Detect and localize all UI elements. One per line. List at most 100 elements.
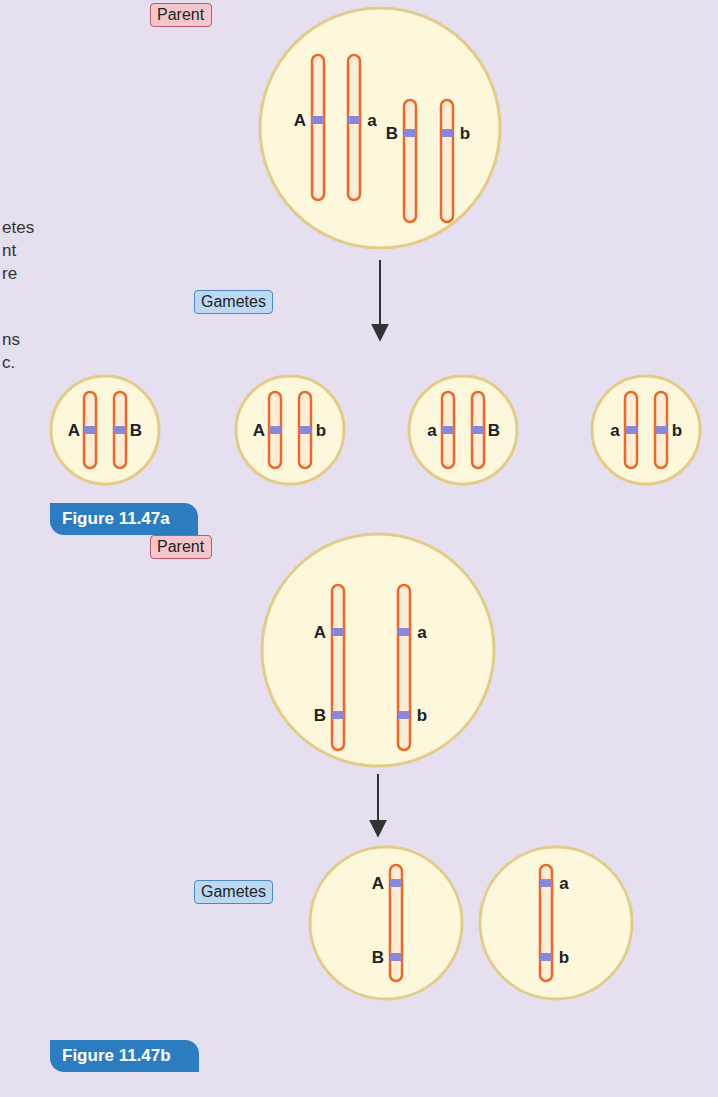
figure-tab: Figure 11.47b (50, 1040, 199, 1072)
figure-number: Figure 11.47b (62, 1046, 171, 1066)
gene-locus (114, 426, 126, 434)
meiosis-arrow (379, 260, 381, 340)
chromosome-body (348, 55, 360, 200)
cell-membrane (262, 534, 494, 766)
gene-locus (332, 628, 344, 636)
allele-label: B (314, 707, 326, 724)
parent-label: Parent (150, 535, 212, 559)
gene-locus (299, 426, 311, 434)
chromosome (472, 392, 484, 468)
allele-label: B (488, 422, 500, 439)
chromosome-body (269, 392, 281, 468)
allele-label: A (253, 422, 265, 439)
tag-text: Gametes (201, 883, 266, 901)
chromosome (312, 55, 324, 200)
chromosome (332, 585, 344, 750)
cell-outline (49, 374, 161, 486)
parent-cell: AaBb (260, 532, 496, 768)
allele-label: A (314, 624, 326, 641)
gene-locus (390, 953, 402, 961)
cell-membrane (310, 847, 462, 999)
chromosome (540, 865, 552, 981)
allele-label: a (427, 422, 436, 439)
tag-text: Gametes (201, 293, 266, 311)
allele-label: a (367, 112, 376, 129)
chromosome (655, 392, 667, 468)
chromosome-body (114, 392, 126, 468)
chromosome (625, 392, 637, 468)
tag-text: Parent (157, 538, 205, 556)
allele-label: A (294, 112, 306, 129)
allele-label: b (559, 949, 569, 966)
cell-membrane (592, 376, 700, 484)
allele-label: B (386, 125, 398, 142)
gene-locus (540, 953, 552, 961)
allele-label: B (372, 949, 384, 966)
chromosome-body (441, 100, 453, 222)
gene-locus (269, 426, 281, 434)
chromosome-body (84, 392, 96, 468)
chromosome-body (442, 392, 454, 468)
chromosome-body (332, 585, 344, 750)
gene-locus (472, 426, 484, 434)
gametes-label: Gametes (194, 880, 273, 904)
cell-membrane (51, 376, 159, 484)
cell-outline (260, 532, 496, 768)
allele-label: a (610, 422, 619, 439)
chromosome-body (312, 55, 324, 200)
allele-label: b (460, 125, 470, 142)
gene-locus (348, 116, 360, 124)
chromosome-body (404, 100, 416, 222)
parent-cell: AaBb (258, 6, 502, 250)
cell-membrane (260, 8, 500, 248)
allele-label: a (559, 875, 568, 892)
allele-label: A (372, 875, 384, 892)
gene-locus (398, 628, 410, 636)
chromosome-body (398, 585, 410, 750)
cell-outline (308, 845, 464, 1001)
chromosome (398, 585, 410, 750)
gene-locus (441, 129, 453, 137)
cut-off-text: etes (2, 218, 34, 238)
gametes-label: Gametes (194, 290, 273, 314)
gene-locus (655, 426, 667, 434)
cell-outline (407, 374, 519, 486)
chromosome (348, 55, 360, 200)
cut-off-text: nt (2, 241, 16, 261)
allele-label: b (417, 707, 427, 724)
chromosome-body (299, 392, 311, 468)
allele-label: b (672, 422, 682, 439)
gamete-cell: Ab (234, 374, 346, 486)
chromosome (441, 100, 453, 222)
allele-label: a (417, 624, 426, 641)
cut-off-text: c. (2, 353, 15, 373)
chromosome-body (655, 392, 667, 468)
gene-locus (398, 711, 410, 719)
gene-locus (540, 879, 552, 887)
parent-label: Parent (150, 3, 212, 27)
cut-off-text: re (2, 264, 17, 284)
gene-locus (442, 426, 454, 434)
cell-outline (234, 374, 346, 486)
cell-outline (590, 374, 702, 486)
allele-label: b (316, 422, 326, 439)
chromosome (390, 865, 402, 981)
chromosome (299, 392, 311, 468)
gene-locus (312, 116, 324, 124)
gamete-cell: aB (407, 374, 519, 486)
chromosome-body (472, 392, 484, 468)
gamete-cell: ab (478, 845, 634, 1001)
gene-locus (84, 426, 96, 434)
figure-tab: Figure 11.47a (50, 503, 198, 535)
gamete-cell: ab (590, 374, 702, 486)
chromosome (114, 392, 126, 468)
gene-locus (390, 879, 402, 887)
gene-locus (625, 426, 637, 434)
meiosis-arrow (377, 774, 379, 836)
cell-membrane (236, 376, 344, 484)
gamete-cell: AB (308, 845, 464, 1001)
chromosome (84, 392, 96, 468)
tag-text: Parent (157, 6, 205, 24)
chromosome (442, 392, 454, 468)
